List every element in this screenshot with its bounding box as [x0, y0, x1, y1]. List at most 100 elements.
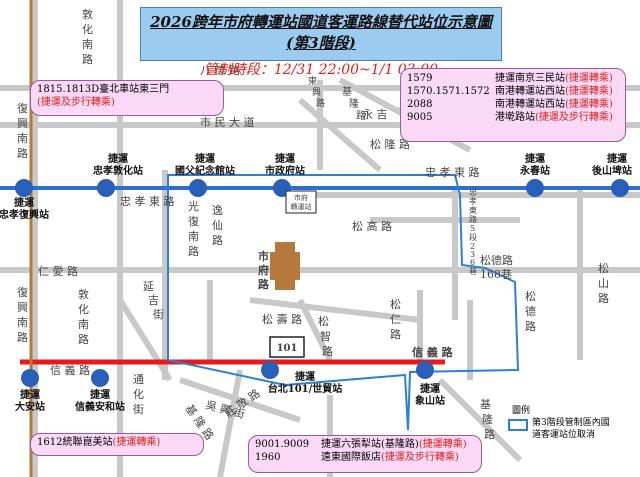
title-main: 2026跨年市府轉運站國道客運路線替代站位示意圖(第3階段)	[150, 13, 492, 52]
station-daan-2: 大安站	[15, 400, 45, 413]
lane-char-3: 路	[469, 214, 477, 224]
street-civic: 市 民 大 道	[200, 115, 255, 129]
route-number: 2088	[407, 99, 433, 110]
station-yongchun-2: 永春站	[519, 164, 550, 177]
street-songde-v-2: 德	[525, 304, 536, 318]
bus-terminal-box	[285, 190, 317, 214]
lane-char-8: 6	[470, 258, 475, 267]
lane-char-1: 孝	[469, 197, 477, 206]
legend-label-line2: 道客運站位取消	[532, 430, 596, 440]
street-fuxing-s-2: 興	[17, 301, 28, 314]
station-xinyi-anhe-1: 捷運	[90, 388, 110, 401]
route-number: 9001.9009	[255, 439, 310, 450]
callout-row: 1579 捷運南京三民站(捷運轉乘)	[407, 72, 619, 85]
street-guangfu-1: 光	[188, 199, 199, 213]
title-time: 管制時段：12/31 22:00~1/1 03:00	[203, 62, 439, 78]
street-dongxing-2: 興	[312, 87, 321, 98]
street-songde: 松德路	[480, 253, 513, 267]
street-fuxing-n-4: 路	[17, 147, 28, 160]
street-yanji-3: 街	[153, 307, 164, 321]
street-yixian-3: 路	[212, 234, 223, 247]
street-songshan-2: 山	[598, 277, 609, 290]
callout-bottom-left-note: (捷運轉乘)	[112, 437, 161, 448]
street-songde-v-1: 松	[525, 289, 536, 303]
street-lane-236: 忠 孝 東 路 5 段 2 3 6 巷	[469, 188, 477, 276]
mrt-icon-xiangshan	[416, 361, 434, 379]
street-songshou: 松 壽 路	[262, 312, 302, 326]
callout-top-left: 1815.1813D臺北車站東三門 (捷運及步行轉乘)	[30, 80, 224, 116]
street-dunhua-s-4: 路	[78, 333, 89, 346]
street-guangfu-4: 路	[188, 245, 199, 258]
street-dongxing-3: 路	[316, 97, 325, 109]
street-keelung-se-1: 基	[480, 398, 491, 411]
street-lane168: 168巷	[480, 268, 512, 281]
street-bade: 八 德 路	[200, 63, 240, 77]
callout-bottom-left-route: 1612統聯崑美站	[37, 437, 113, 448]
callout-top-left-route: 1815.1813D臺北車站東三門	[37, 84, 170, 95]
street-zhongxiao-w: 忠 孝 東 路	[120, 195, 175, 208]
lane-char-5: 段	[469, 232, 477, 242]
street-fuxing-n-3: 南	[17, 132, 28, 145]
title-box: 2026跨年市府轉運站國道客運路線替代站位示意圖(第3階段) 管制時段：12/3…	[140, 7, 502, 78]
stop-name: 遠東國際飯店	[321, 452, 381, 463]
street-zhongxiao-e: 忠 孝 東 路	[425, 166, 480, 179]
street-dunhua-n-1: 敦	[82, 7, 93, 21]
callout-bottom-left: 1612統聯崑美站(捷運轉乘)	[30, 433, 204, 456]
street-fuxing-s-1: 復	[17, 286, 28, 299]
street-fuxing-n-2: 興	[17, 117, 28, 130]
legend-swatch	[508, 419, 528, 431]
street-fuxing-n-1: 復	[17, 102, 28, 115]
street-yanji-2: 吉	[148, 294, 159, 307]
station-taipei101-2: 台北101/世貿站	[268, 382, 343, 395]
street-yongji: 永 吉	[362, 107, 388, 121]
street-dunhua-s-2: 化	[78, 302, 89, 316]
street-dunhua-s-3: 南	[78, 318, 89, 331]
street-keelung-n-2: 隆	[349, 97, 359, 110]
route-number: 1960	[255, 452, 281, 463]
transfer-note: (捷運轉乘)	[565, 86, 613, 97]
street-keelung-se-2: 隆	[482, 412, 493, 426]
transfer-note: (捷運轉乘)	[565, 73, 613, 84]
mrt-icon-sun-yat-sen	[189, 179, 207, 197]
mrt-station-icons	[15, 179, 629, 387]
transfer-note: (捷運轉乘)	[418, 439, 467, 450]
transfer-note: (捷運及步行轉乘)	[535, 112, 613, 123]
station-zhongxiao-fuxing-1: 捷運	[14, 196, 34, 209]
legend-label: 第3階段管制區內國 道客運站位取消	[532, 417, 610, 441]
station-taipei101-1: 捷運	[295, 370, 315, 383]
stop-name: 捷運六張犁站(基隆路)	[321, 439, 419, 450]
station-zhongxiao-dunhua-2: 忠孝敦化站	[93, 164, 143, 177]
station-xiangshan-2: 象山站	[415, 394, 445, 407]
stop-name: 港墘路站	[495, 112, 535, 123]
mrt-icon-daan	[21, 369, 39, 387]
stop-name: 捷運南京三民站	[495, 73, 565, 84]
lane-char-7: 3	[470, 250, 475, 259]
taipei101-label: 101	[277, 343, 298, 354]
mrt-icon-houshanpi	[611, 179, 629, 197]
station-yongchun-1: 捷運	[525, 152, 545, 165]
legend-label-line1: 第3階段管制區內國	[532, 418, 610, 428]
mrt-icon-taipei101	[261, 361, 279, 379]
station-zhongxiao-fuxing-2: 忠孝復興站	[0, 208, 49, 221]
route-number: 1579	[407, 73, 433, 84]
lane-char-0: 忠	[469, 188, 477, 197]
street-songren-3: 路	[390, 328, 401, 341]
street-guangfu-3: 南	[188, 230, 199, 243]
mrt-icon-zhongxiao-dunhua	[97, 179, 115, 197]
transfer-note: (捷運及步行轉乘)	[381, 452, 459, 463]
stop-name: 南港轉運站西站	[495, 86, 565, 97]
station-xiangshan-1: 捷運	[420, 382, 440, 395]
street-fuxing-s-4: 路	[17, 331, 28, 344]
street-songgao: 松 高 路	[352, 219, 392, 233]
route-number: 1570.1571.1572	[407, 86, 490, 97]
street-xinyi-w: 信 義 路	[50, 363, 90, 377]
street-dunhua-n-2: 化	[82, 22, 93, 36]
street-songzhi-2: 智	[320, 329, 331, 343]
street-songzhi-1: 松	[318, 314, 329, 328]
city-hall-road-3: 路	[258, 277, 270, 291]
legend-title: 圖例	[512, 406, 531, 416]
